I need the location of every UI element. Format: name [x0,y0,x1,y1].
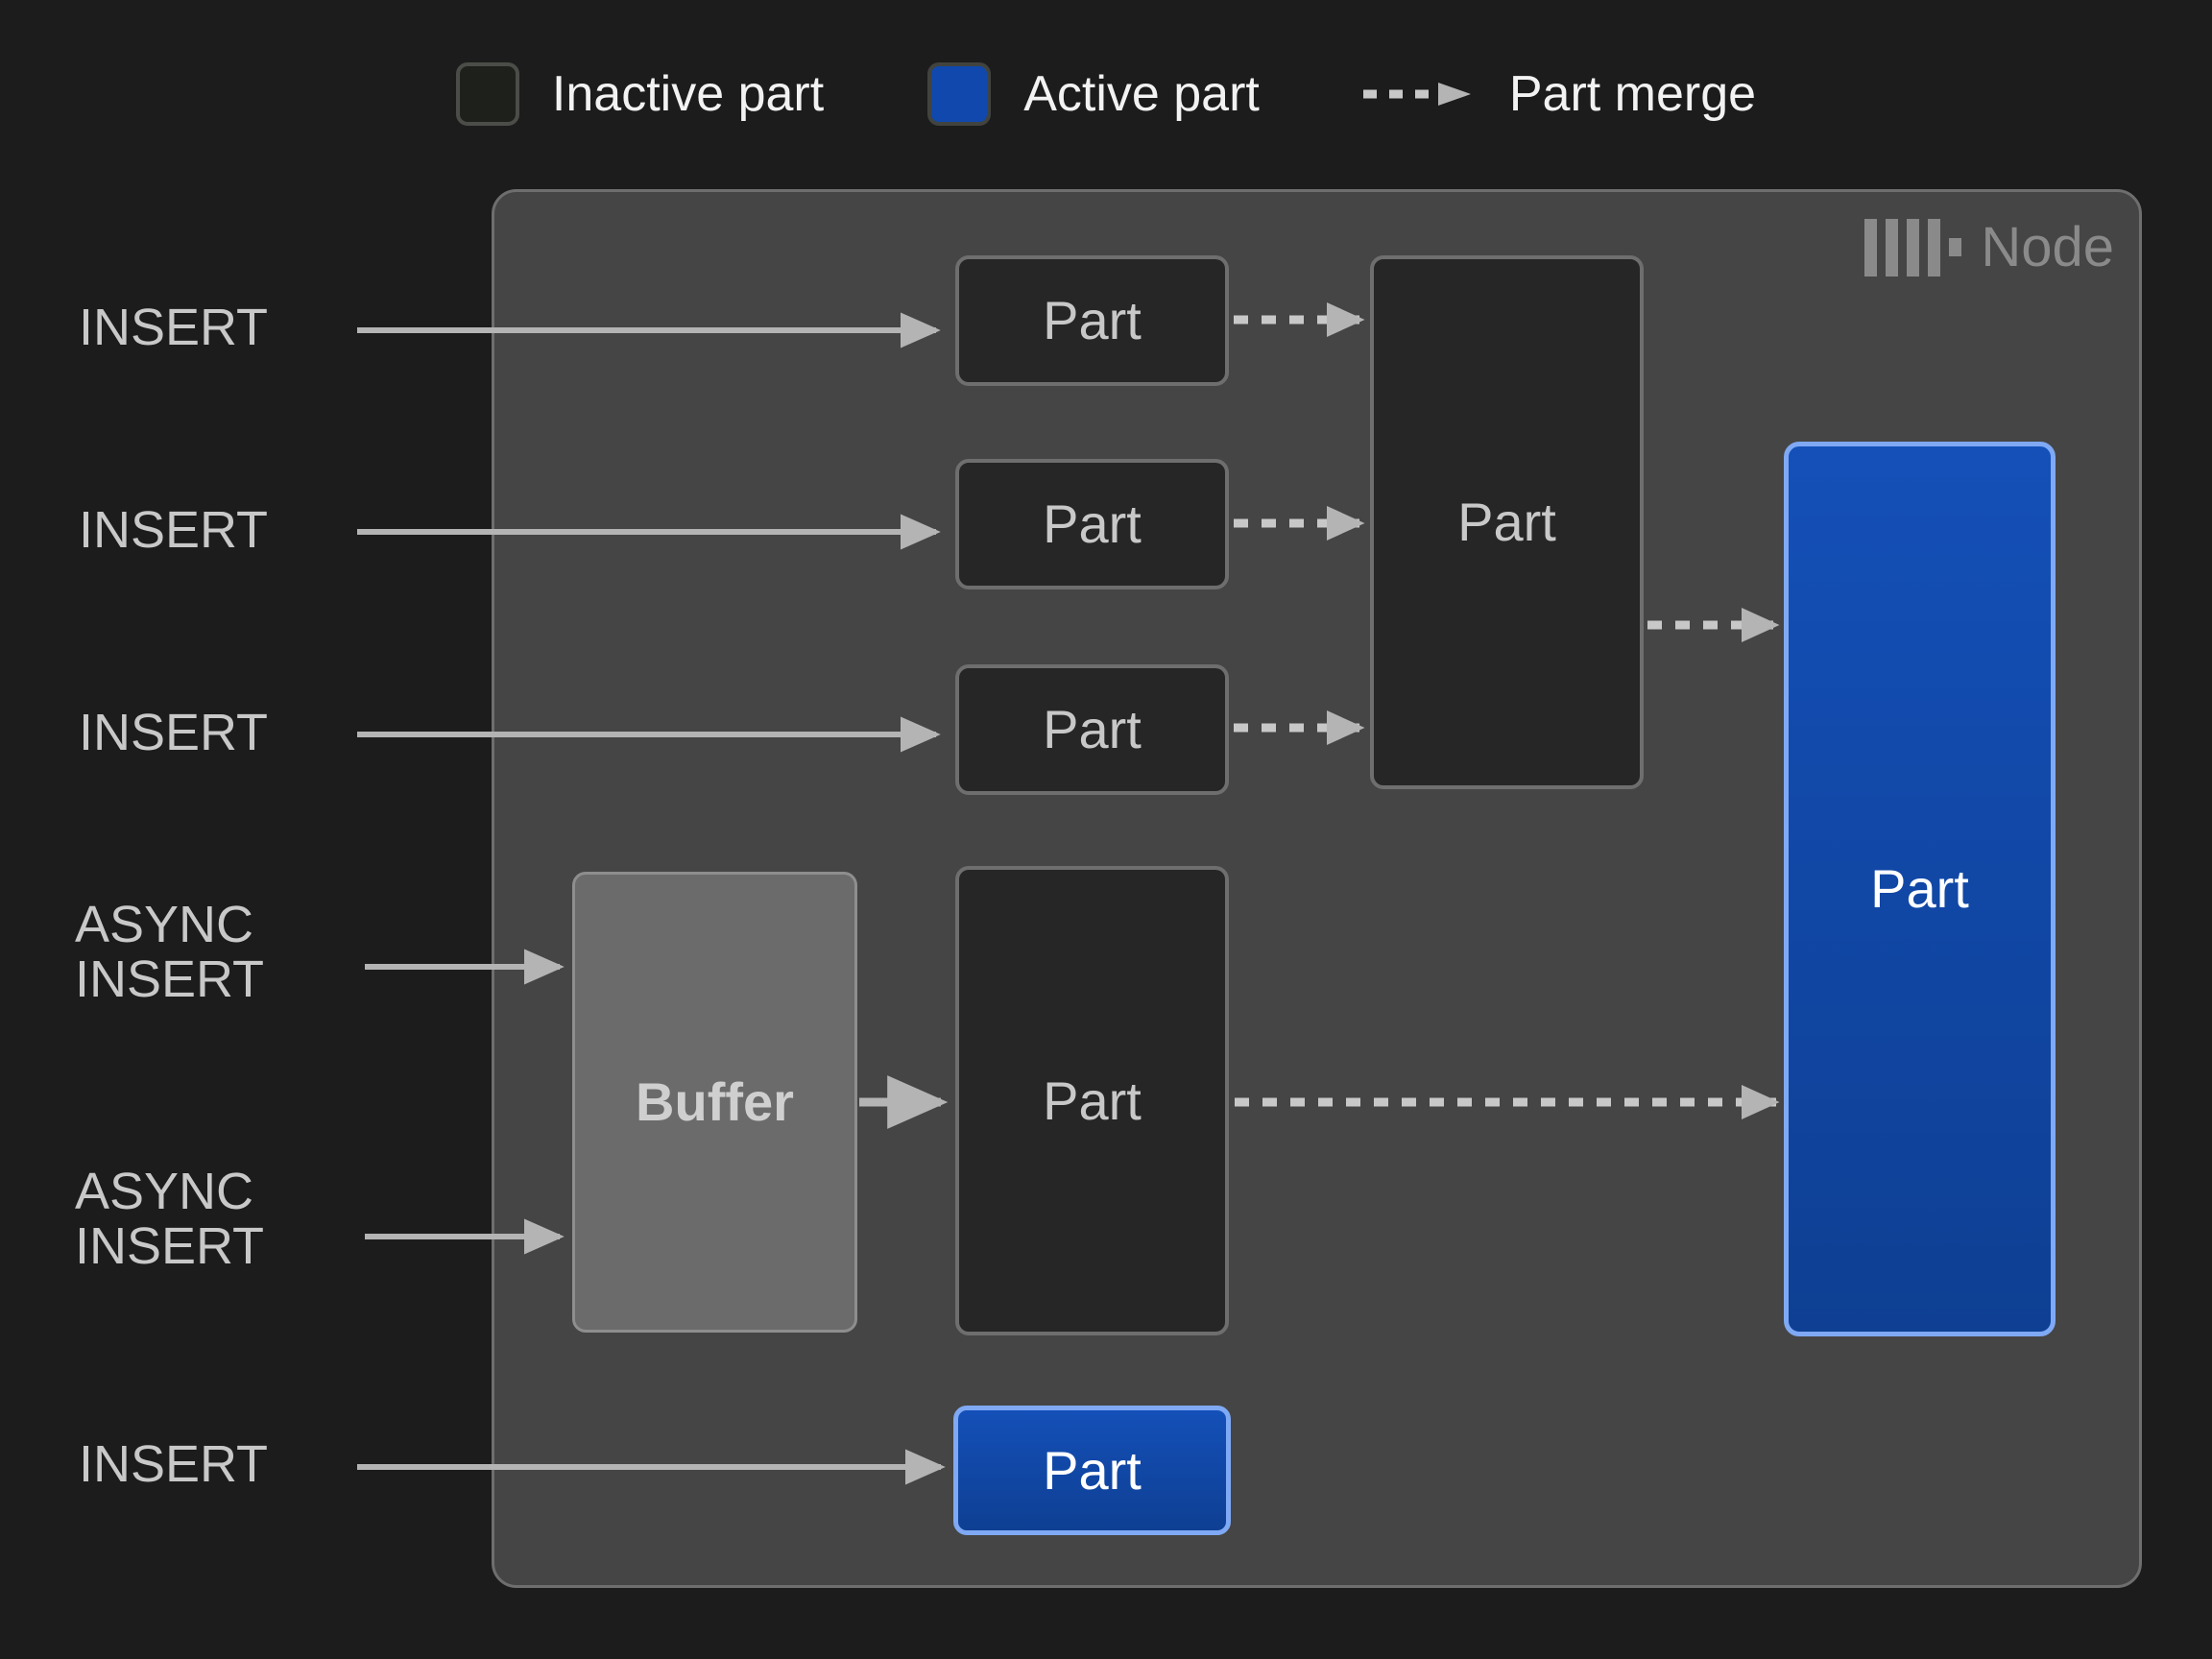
source-label-insert-3: INSERT [79,704,269,761]
node-label: Node [1981,216,2114,278]
legend-label-active-part: Active part [1023,66,1260,122]
rounded-square-outline-icon [455,62,519,126]
legend-item-inactive-part: Inactive part [455,62,825,126]
legend-label-part-merge: Part merge [1508,66,1757,122]
merged-part-box-label: Part [1457,492,1556,552]
merged-part-box[interactable]: Part [1370,255,1644,789]
part-box-1-label: Part [1043,290,1142,350]
active-part-box-small[interactable]: Part [953,1406,1231,1535]
clickhouse-bars-icon [1864,219,1962,276]
part-box-2[interactable]: Part [955,459,1229,589]
part-box-1[interactable]: Part [955,255,1229,386]
legend-item-active-part: Active part [927,62,1260,126]
legend-label-inactive-part: Inactive part [551,66,825,122]
buffer-part-box[interactable]: Part [955,866,1229,1335]
source-label-async-insert-2: ASYNC INSERT [75,1163,265,1276]
source-label-insert-2: INSERT [79,501,269,559]
node-tag: Node [1864,219,2114,276]
source-label-async-insert-1: ASYNC INSERT [75,896,265,1009]
legend-item-part-merge: Part merge [1362,66,1757,122]
source-label-insert-4: INSERT [79,1435,269,1493]
dashed-arrow-icon [1362,83,1477,106]
part-box-2-label: Part [1043,493,1142,554]
active-part-box-large[interactable]: Part [1784,442,2056,1336]
buffer-box-label: Buffer [636,1071,794,1132]
part-box-3[interactable]: Part [955,664,1229,795]
source-label-insert-1: INSERT [79,299,269,356]
buffer-part-box-label: Part [1043,1070,1142,1131]
buffer-box[interactable]: Buffer [572,872,857,1333]
legend: Inactive part Active part Part merge [0,46,2212,142]
part-box-3-label: Part [1043,699,1142,759]
rounded-square-filled-icon [927,62,992,126]
active-part-box-small-label: Part [1043,1439,1142,1501]
active-part-box-large-label: Part [1870,858,1969,919]
